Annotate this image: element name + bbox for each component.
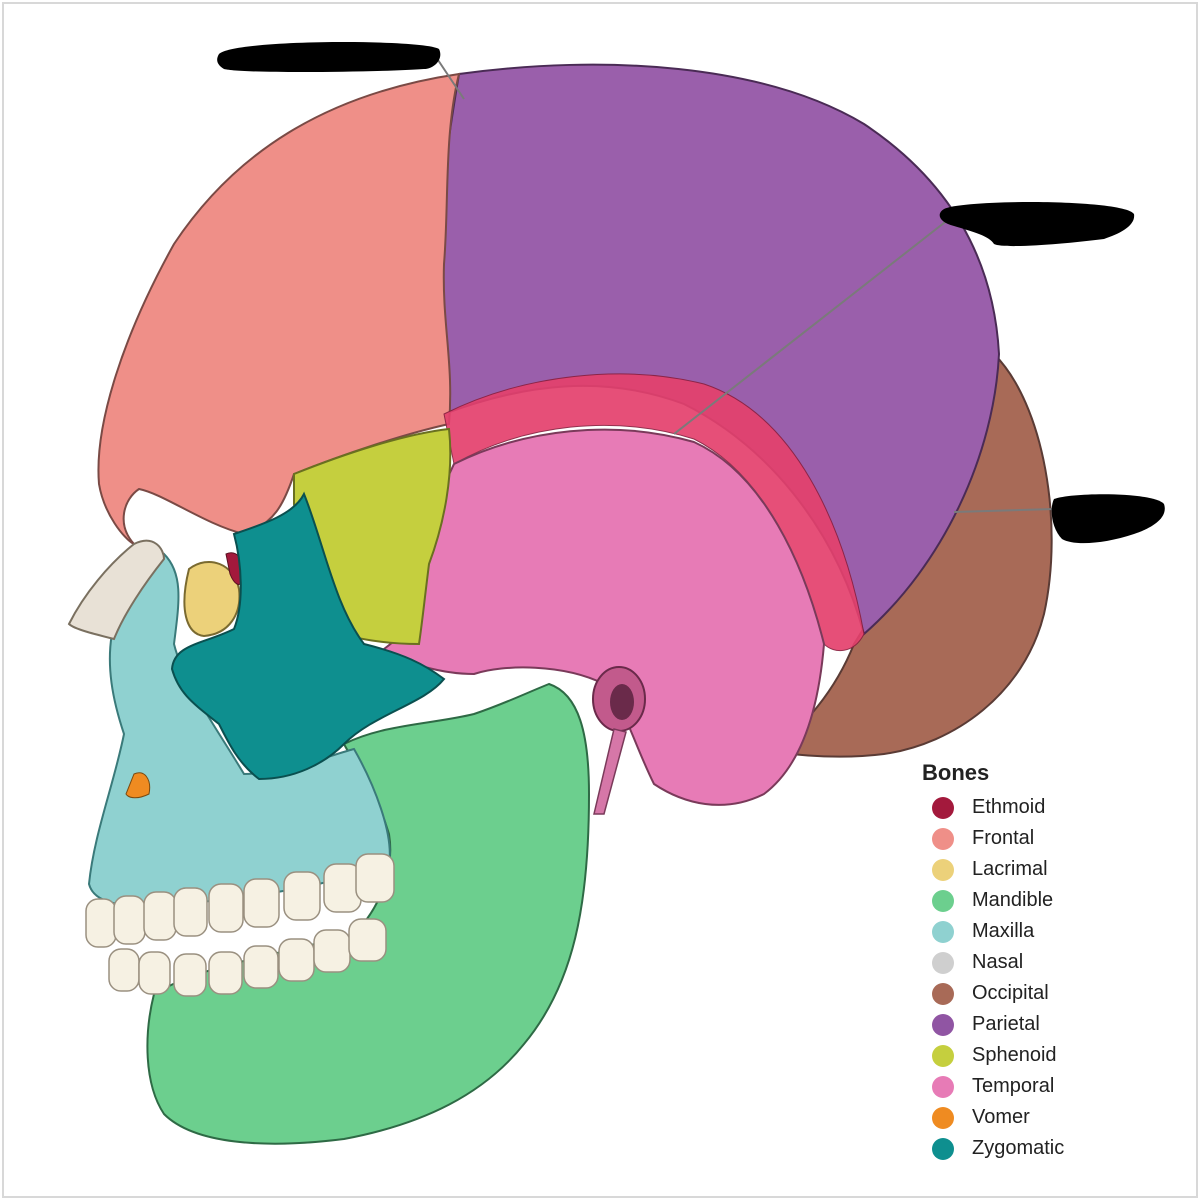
legend-label: Parietal — [972, 1013, 1040, 1035]
legend-swatch — [932, 1137, 954, 1160]
lower-tooth — [208, 951, 243, 995]
legend-item-zygomatic: Zygomatic — [932, 1133, 1162, 1164]
legend-swatch — [932, 1075, 954, 1098]
legend-item-vomer: Vomer — [932, 1102, 1162, 1133]
legend-label: Lacrimal — [972, 858, 1048, 880]
leader-line-right-upper — [673, 218, 950, 435]
upper-tooth — [85, 898, 117, 948]
upper-tooth — [283, 871, 321, 921]
frontal-bone — [97, 72, 461, 545]
upper-tooth — [113, 895, 146, 945]
legend-label: Occipital — [972, 982, 1049, 1004]
upper-tooth — [355, 853, 395, 903]
legend-swatch — [932, 796, 954, 819]
legend-item-mandible: Mandible — [932, 885, 1162, 916]
redaction-right-upper — [939, 202, 1135, 247]
lower-tooth — [348, 918, 387, 962]
legend-swatch — [932, 889, 954, 912]
legend-item-lacrimal: Lacrimal — [932, 854, 1162, 885]
upper-tooth — [208, 883, 244, 933]
lower-tooth — [243, 945, 279, 989]
legend-item-frontal: Frontal — [932, 823, 1162, 854]
legend-swatch — [932, 858, 954, 881]
lower-tooth — [173, 953, 207, 997]
legend-label: Zygomatic — [972, 1137, 1065, 1159]
legend-item-parietal: Parietal — [932, 1009, 1162, 1040]
legend-label: Sphenoid — [972, 1044, 1057, 1066]
nasal-bone — [67, 539, 166, 641]
legend-swatch — [932, 1013, 954, 1036]
lower-tooth — [278, 938, 315, 982]
legend-swatch — [932, 920, 954, 943]
legend-label: Maxilla — [972, 920, 1035, 942]
skull-illustration — [67, 42, 1165, 1145]
legend-title: Bones — [922, 760, 990, 785]
legend-swatch — [932, 982, 954, 1005]
teeth — [85, 853, 395, 997]
legend-item-sphenoid: Sphenoid — [932, 1040, 1162, 1071]
temporal-band — [443, 373, 865, 652]
legend-label: Ethmoid — [972, 796, 1046, 818]
leader-line-top — [433, 53, 465, 100]
lacrimal-bone — [183, 560, 241, 638]
legend-swatch — [932, 827, 954, 850]
styloid-process — [593, 728, 627, 815]
legend-item-nasal: Nasal — [932, 947, 1162, 978]
lower-tooth — [313, 929, 351, 973]
legend-swatch — [932, 1044, 954, 1067]
legend-swatch — [932, 1106, 954, 1129]
legend-label: Frontal — [972, 827, 1035, 849]
legend-label: Mandible — [972, 889, 1054, 911]
redaction-right-lower — [1051, 494, 1165, 544]
zygomatic-bone — [170, 491, 446, 781]
legend-item-occipital: Occipital — [932, 978, 1162, 1009]
lower-tooth — [138, 951, 171, 995]
legend-label: Temporal — [972, 1075, 1055, 1097]
upper-tooth — [173, 887, 208, 937]
leader-line-right-lower — [953, 508, 1055, 513]
legend-item-ethmoid: Ethmoid — [932, 792, 1162, 823]
ear-canal-inner — [610, 684, 634, 720]
legend-label: Vomer — [972, 1106, 1030, 1128]
vomer-bone — [125, 772, 151, 799]
legend-label: Nasal — [972, 951, 1024, 973]
legend-swatch — [932, 951, 954, 974]
upper-tooth — [243, 878, 280, 928]
legend-item-maxilla: Maxilla — [932, 916, 1162, 947]
lower-tooth — [108, 948, 140, 992]
legend-item-temporal: Temporal — [932, 1071, 1162, 1102]
redaction-top — [217, 42, 441, 73]
upper-tooth — [143, 891, 177, 941]
